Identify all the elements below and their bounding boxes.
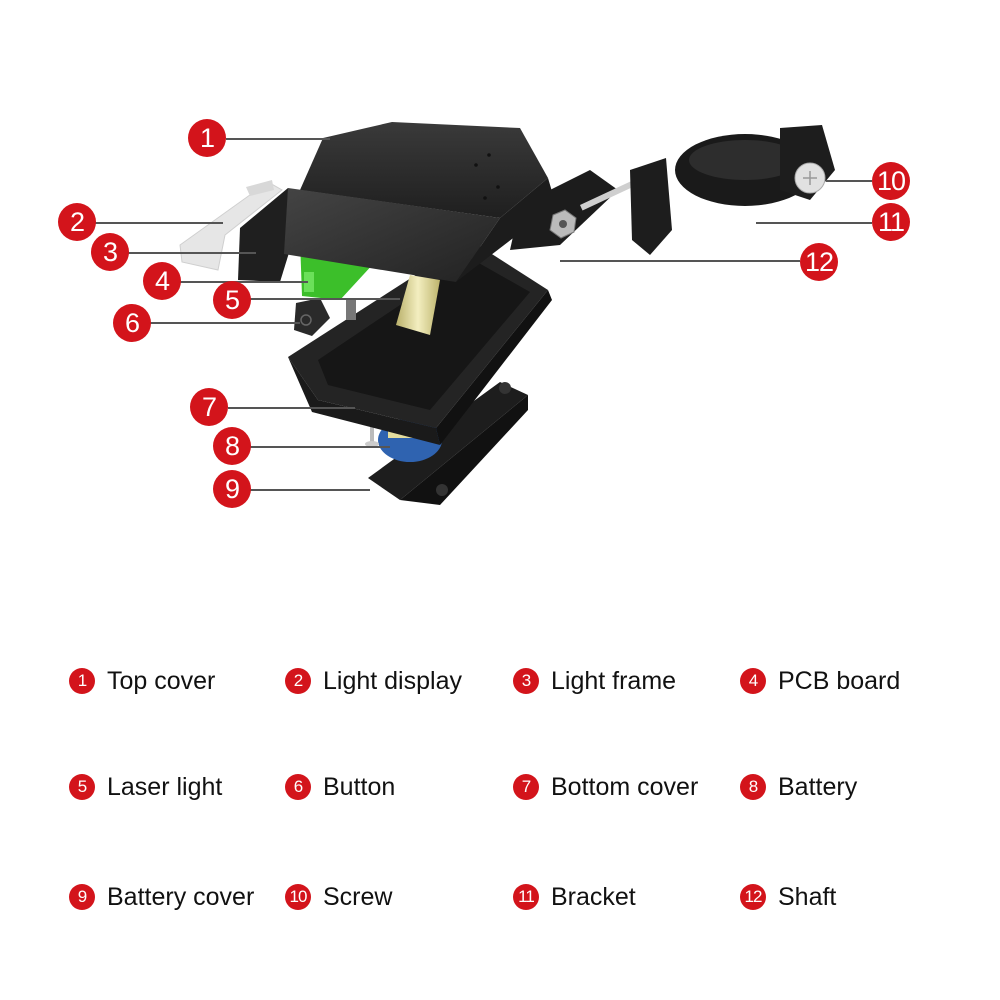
shaft-part	[510, 170, 637, 250]
legend-badge-7: 7	[513, 774, 539, 800]
laser-part	[346, 275, 440, 335]
legend-label: Screw	[323, 882, 393, 911]
callout-1: 1	[188, 119, 226, 157]
button-part	[294, 298, 330, 336]
light-display-part	[179, 180, 283, 271]
callout-6: 6	[113, 304, 151, 342]
leader-line-11	[756, 222, 872, 224]
leader-line-1	[226, 138, 330, 140]
screw-part	[794, 162, 826, 194]
legend-badge-5: 5	[69, 774, 95, 800]
callout-9: 9	[213, 470, 251, 508]
legend-label: Shaft	[778, 882, 837, 911]
legend-label: Battery	[778, 772, 858, 801]
leader-line-9	[250, 489, 370, 491]
callout-5: 5	[213, 281, 251, 319]
callout-11: 11	[872, 203, 910, 241]
callout-8: 8	[213, 427, 251, 465]
legend-badge-2: 2	[285, 668, 311, 694]
legend-badge-12: 12	[740, 884, 766, 910]
legend-item-6: 6 Button	[285, 767, 395, 807]
leader-line-10	[826, 180, 872, 182]
leader-line-5	[250, 298, 400, 300]
legend-item-7: 7 Bottom cover	[513, 767, 698, 807]
legend-label: Top cover	[107, 666, 216, 695]
legend-item-1: 1 Top cover	[69, 661, 215, 701]
legend-label: Bracket	[551, 882, 636, 911]
legend-badge-9: 9	[69, 884, 95, 910]
top-cover-part	[284, 122, 556, 282]
legend-item-11: 11 Bracket	[513, 877, 636, 917]
legend-item-12: 12 Shaft	[740, 877, 836, 917]
leader-line-3	[128, 252, 256, 254]
callout-12: 12	[800, 243, 838, 281]
callout-4: 4	[143, 262, 181, 300]
leader-line-4	[180, 281, 308, 283]
legend-badge-11: 11	[513, 884, 539, 910]
legend-label: Bottom cover	[551, 772, 699, 801]
leader-line-2	[95, 222, 223, 224]
legend-item-5: 5 Laser light	[69, 767, 222, 807]
legend-item-8: 8 Battery	[740, 767, 857, 807]
bottom-cover-part	[288, 240, 552, 445]
legend-item-4: 4 PCB board	[740, 661, 900, 701]
legend-label: Light frame	[551, 666, 677, 695]
light-frame-part	[238, 188, 300, 282]
legend-label: Battery cover	[107, 882, 255, 911]
legend-item-2: 2 Light display	[285, 661, 462, 701]
legend-item-3: 3 Light frame	[513, 661, 676, 701]
callout-7: 7	[190, 388, 228, 426]
battery-cover-part	[368, 382, 528, 505]
callout-2: 2	[58, 203, 96, 241]
legend-badge-1: 1	[69, 668, 95, 694]
legend-badge-6: 6	[285, 774, 311, 800]
callout-10: 10	[872, 162, 910, 200]
device-illustration	[179, 122, 835, 505]
legend-item-9: 9 Battery cover	[69, 877, 254, 917]
leader-line-6	[150, 322, 300, 324]
legend-badge-4: 4	[740, 668, 766, 694]
legend-item-10: 10 Screw	[285, 877, 392, 917]
legend-badge-10: 10	[285, 884, 311, 910]
legend-label: Light display	[323, 666, 462, 695]
callout-3: 3	[91, 233, 129, 271]
legend-label: Button	[323, 772, 396, 801]
legend-badge-8: 8	[740, 774, 766, 800]
leader-line-8	[250, 446, 390, 448]
legend-label: PCB board	[778, 666, 901, 695]
leader-line-12	[560, 260, 800, 262]
leader-line-7	[228, 407, 355, 409]
legend-badge-3: 3	[513, 668, 539, 694]
legend-label: Laser light	[107, 772, 223, 801]
